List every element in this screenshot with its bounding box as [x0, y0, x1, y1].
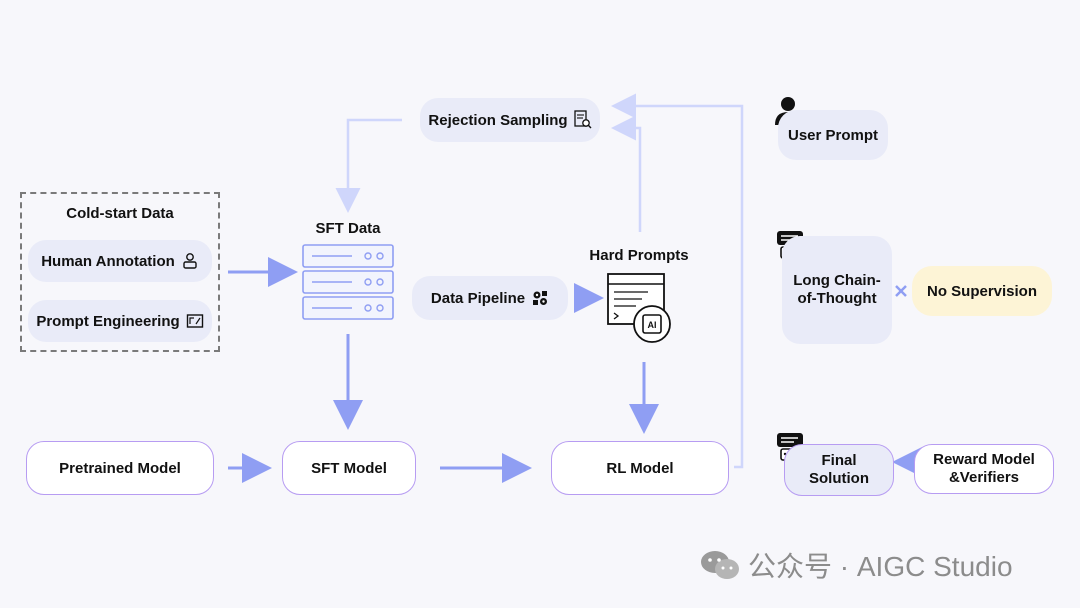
pretrained-model-node: Pretrained Model	[26, 441, 214, 495]
watermark: 公众号 · AIGC Studio	[700, 545, 1013, 585]
reward-line2: &Verifiers	[948, 469, 1020, 486]
ai-chip-text: AI	[648, 320, 657, 330]
human-annotation-node: Human Annotation	[28, 240, 212, 282]
user-prompt-node: User Prompt	[778, 110, 888, 160]
sft-data-title: SFT Data	[315, 220, 381, 237]
cold-start-title: Cold-start Data	[66, 205, 174, 222]
human-annotation-label: Human Annotation	[41, 252, 175, 270]
long-cot-node: Long Chain- of-Thought	[782, 236, 892, 344]
no-supervision-node: No Supervision	[912, 266, 1052, 316]
annotator-icon	[181, 252, 199, 270]
rl-model-node: RL Model	[551, 441, 729, 495]
cold-start-data-group	[20, 192, 220, 352]
prompt-engineering-label: Prompt Engineering	[36, 312, 180, 330]
hard-prompts-title: Hard Prompts	[589, 247, 689, 264]
reward-model-node: Reward Model &Verifiers	[914, 444, 1054, 494]
rejection-sampling-label: Rejection Sampling	[428, 111, 568, 129]
document-search-icon	[573, 110, 592, 130]
wechat-icon	[700, 549, 740, 581]
long-cot-line2: of-Thought	[797, 290, 877, 307]
watermark-text: 公众号 · AIGC Studio	[748, 551, 1013, 582]
data-pipeline-label: Data Pipeline	[430, 289, 526, 307]
gears-icon	[531, 289, 549, 307]
database-icon	[302, 244, 394, 327]
final-solution-node: Final Solution	[784, 444, 894, 496]
long-cot-line1: Long Chain-	[793, 272, 881, 289]
rejection-sampling-node: Rejection Sampling	[420, 98, 600, 142]
final-line2: Solution	[809, 470, 869, 487]
final-line1: Final	[821, 452, 857, 469]
sft-model-node: SFT Model	[282, 441, 416, 495]
prompt-engineering-node: Prompt Engineering	[28, 300, 212, 342]
data-pipeline-node: Data Pipeline	[412, 276, 568, 320]
reward-line1: Reward Model	[933, 451, 1035, 468]
ai-terminal-icon: AI	[606, 272, 676, 351]
blueprint-icon	[186, 312, 204, 330]
